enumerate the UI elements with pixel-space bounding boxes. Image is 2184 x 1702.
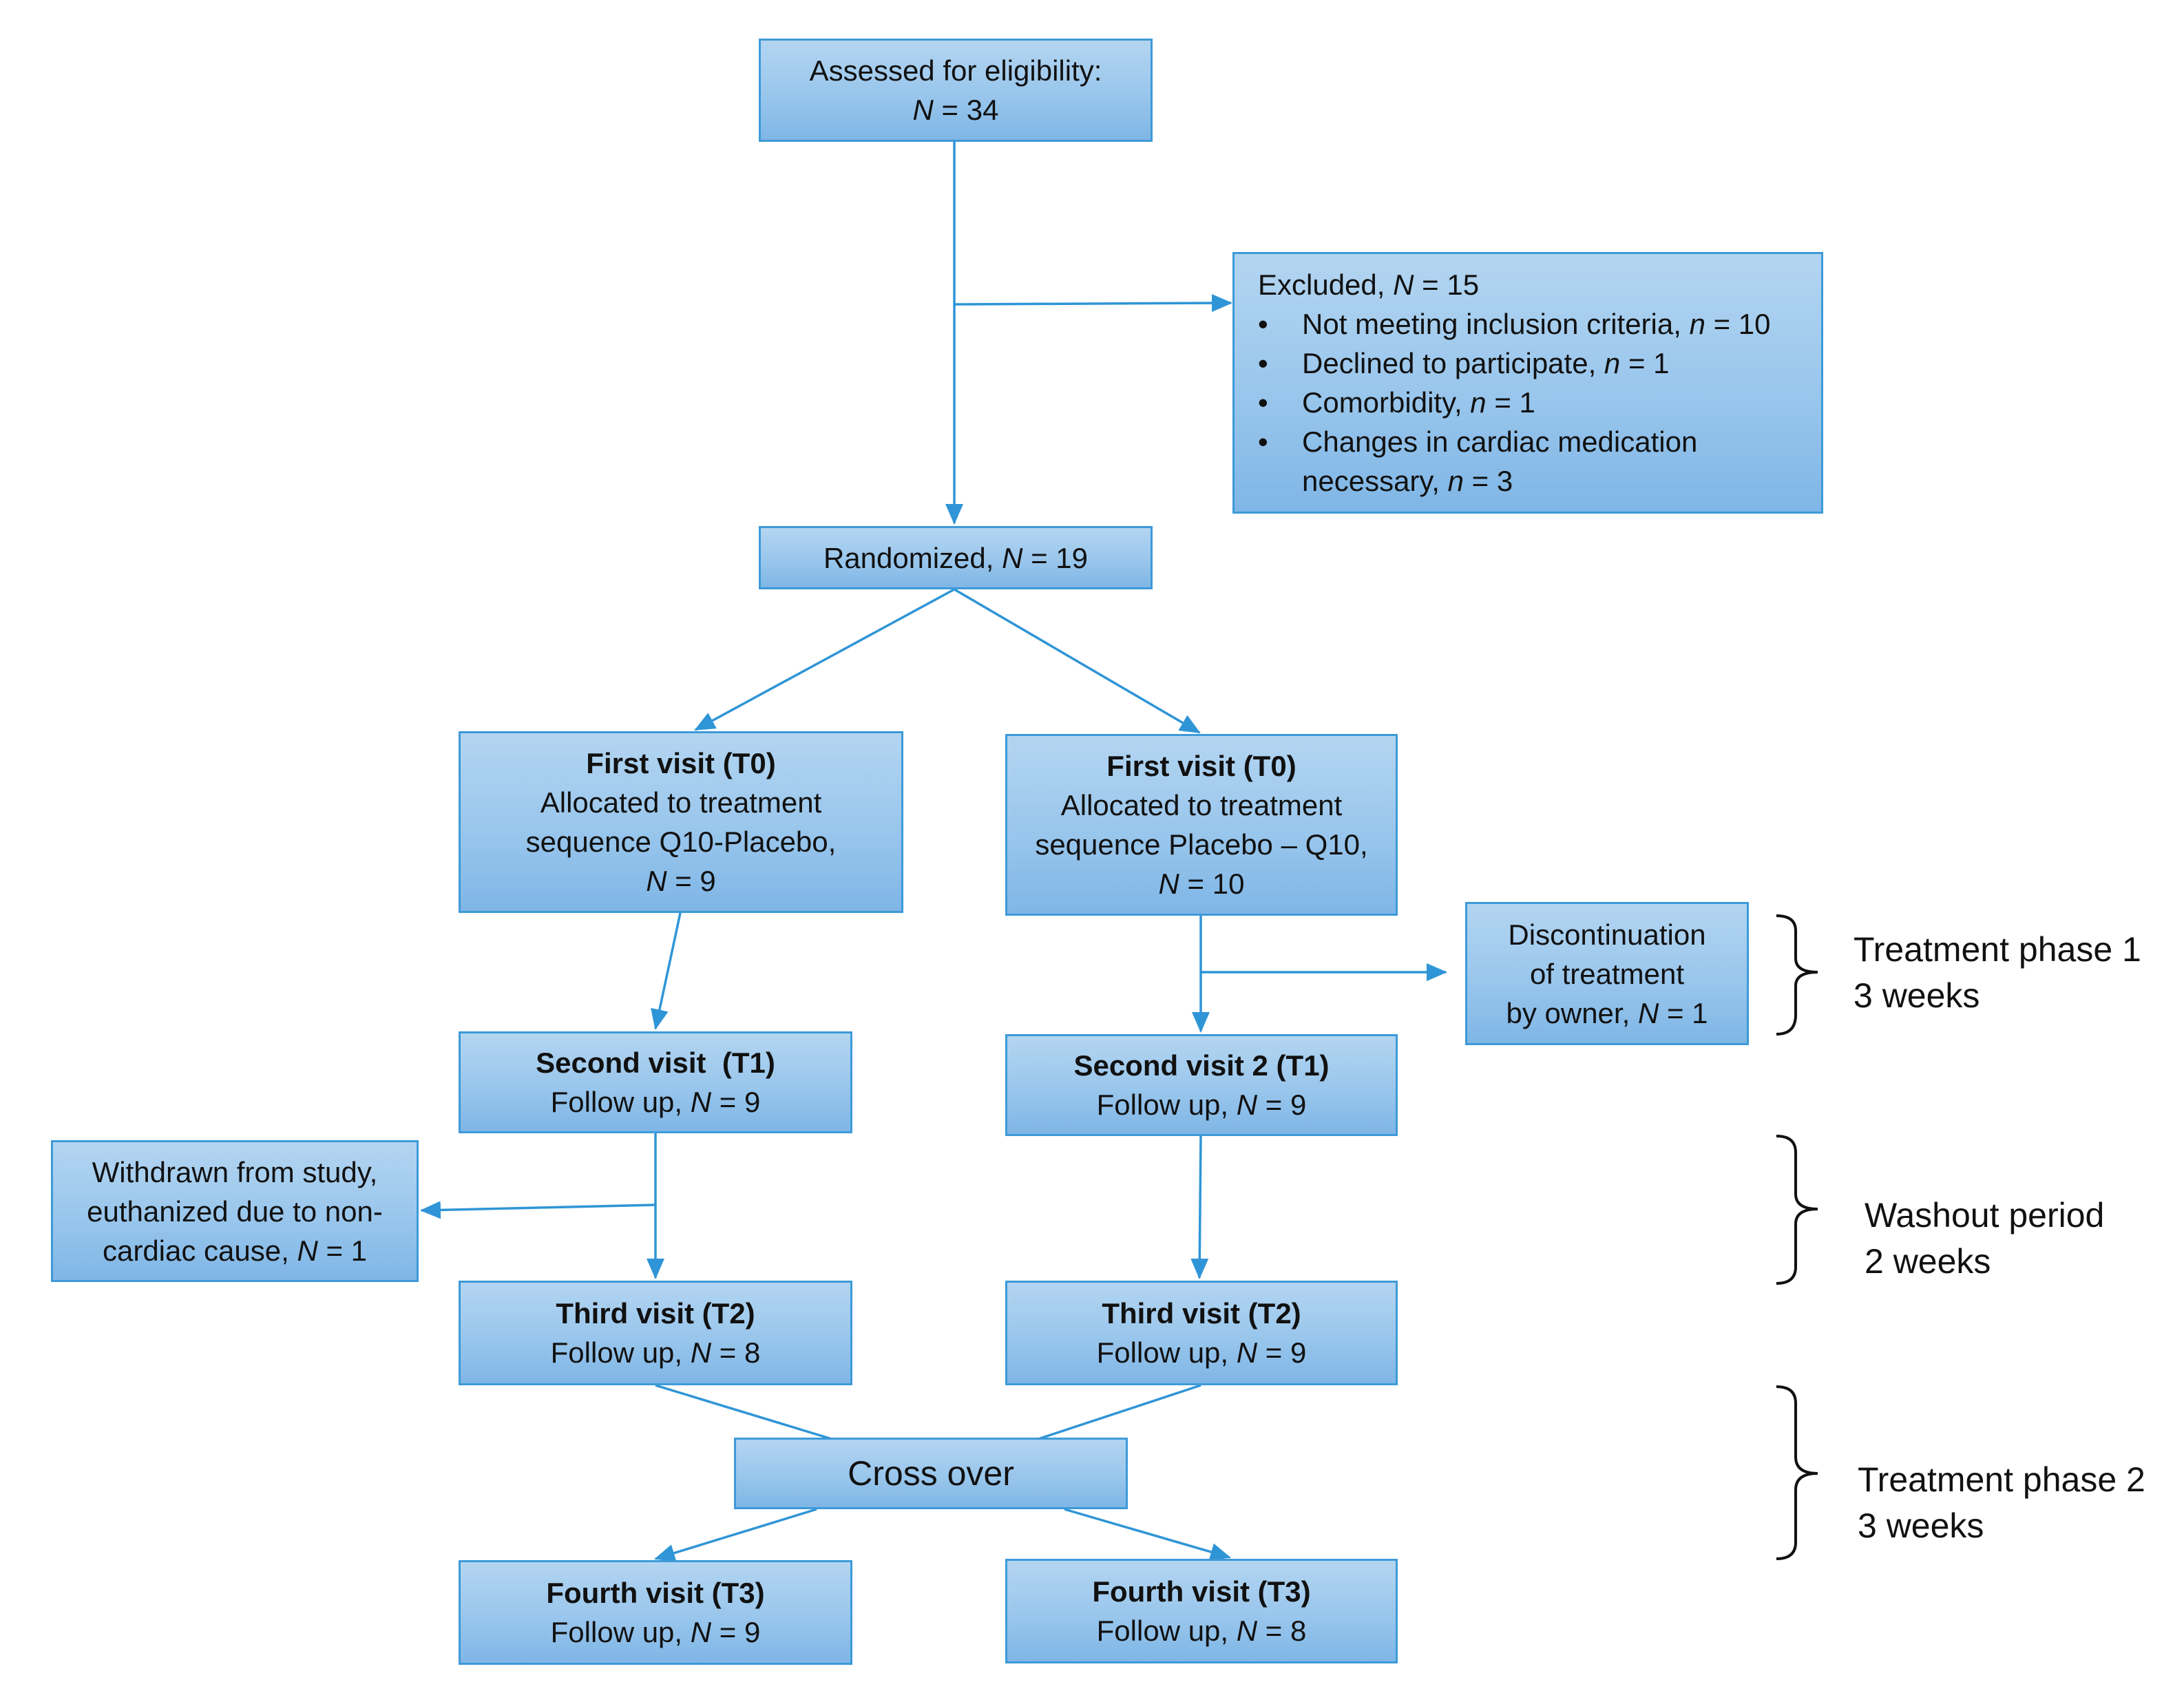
- left-fourth-visit-title: Fourth visit (T3): [546, 1577, 765, 1609]
- arrow-right-second-to-third: [1190, 1135, 1209, 1279]
- cross-over-label: Cross over: [848, 1453, 1014, 1493]
- n-symbol: N: [912, 94, 934, 126]
- right-second-visit-title: Second visit 2 (T1): [1073, 1049, 1330, 1082]
- excluded-item: Not meeting inclusion criteria, n = 10: [1258, 304, 1771, 344]
- right-second-visit-box: Second visit 2 (T1) Follow up, N = 9: [1005, 1034, 1398, 1136]
- arrow-randomized-to-right-first: [954, 588, 1201, 734]
- left-third-visit-title: Third visit (T2): [556, 1297, 755, 1330]
- right-fourth-visit-box: Fourth visit (T3) Follow up, N = 8: [1005, 1559, 1398, 1663]
- left-first-visit-box: First visit (T0) Allocated to treatment …: [459, 731, 903, 913]
- arrow-to-excluded: [954, 294, 1232, 313]
- assessed-box: Assessed for eligibility: N = 34: [759, 39, 1153, 142]
- excluded-box: Excluded, N = 15 Not meeting inclusion c…: [1232, 252, 1823, 514]
- left-second-visit-title: Second visit (T1): [536, 1047, 775, 1079]
- withdrawn-box: Withdrawn from study, euthanized due to …: [51, 1140, 419, 1282]
- cross-over-box: Cross over: [734, 1438, 1128, 1509]
- randomized-box: Randomized, N = 19: [759, 526, 1153, 589]
- arrow-crossover-to-right-fourth: [1064, 1508, 1231, 1561]
- arrow-crossover-to-left-fourth: [654, 1508, 817, 1562]
- arrow-left-first-to-second: [651, 912, 682, 1030]
- left-third-visit-box: Third visit (T2) Follow up, N = 8: [459, 1281, 852, 1385]
- arrow-to-withdrawn: [420, 1201, 656, 1219]
- right-fourth-visit-title: Fourth visit (T3): [1092, 1575, 1311, 1608]
- brace-treatment-phase-2: [1776, 1385, 1818, 1560]
- excluded-item: Declined to participate, n = 1: [1258, 344, 1670, 383]
- arrow-randomized-to-left-first: [694, 588, 955, 731]
- phase-label-treatment-2: Treatment phase 2 3 weeks: [1858, 1460, 2145, 1545]
- phase-label-washout: Washout period 2 weeks: [1865, 1196, 2105, 1281]
- brace-washout-period: [1776, 1135, 1818, 1285]
- right-first-visit-title: First visit (T0): [1106, 750, 1296, 782]
- excluded-item: Comorbidity, n = 1: [1258, 383, 1535, 422]
- left-first-visit-title: First visit (T0): [586, 747, 776, 779]
- excluded-title: Excluded, N = 15: [1258, 269, 1480, 301]
- right-first-visit-box: First visit (T0) Allocated to treatment …: [1005, 734, 1398, 916]
- discontinuation-box: Discontinuation of treatment by owner, N…: [1465, 902, 1749, 1045]
- right-third-visit-box: Third visit (T2) Follow up, N = 9: [1005, 1281, 1398, 1385]
- phase-label-treatment-1: Treatment phase 1 3 weeks: [1854, 930, 2141, 1015]
- brace-treatment-phase-1: [1776, 914, 1818, 1036]
- left-fourth-visit-box: Fourth visit (T3) Follow up, N = 9: [459, 1560, 852, 1665]
- excluded-item: Changes in cardiac medicationnecessary, …: [1258, 422, 1697, 501]
- line-right-third-to-crossover: [1038, 1384, 1201, 1440]
- assessed-line1: Assessed for eligibility:: [809, 54, 1102, 87]
- right-third-visit-title: Third visit (T2): [1102, 1297, 1301, 1330]
- left-second-visit-box: Second visit (T1) Follow up, N = 9: [459, 1031, 852, 1133]
- line-left-third-to-crossover: [655, 1384, 832, 1440]
